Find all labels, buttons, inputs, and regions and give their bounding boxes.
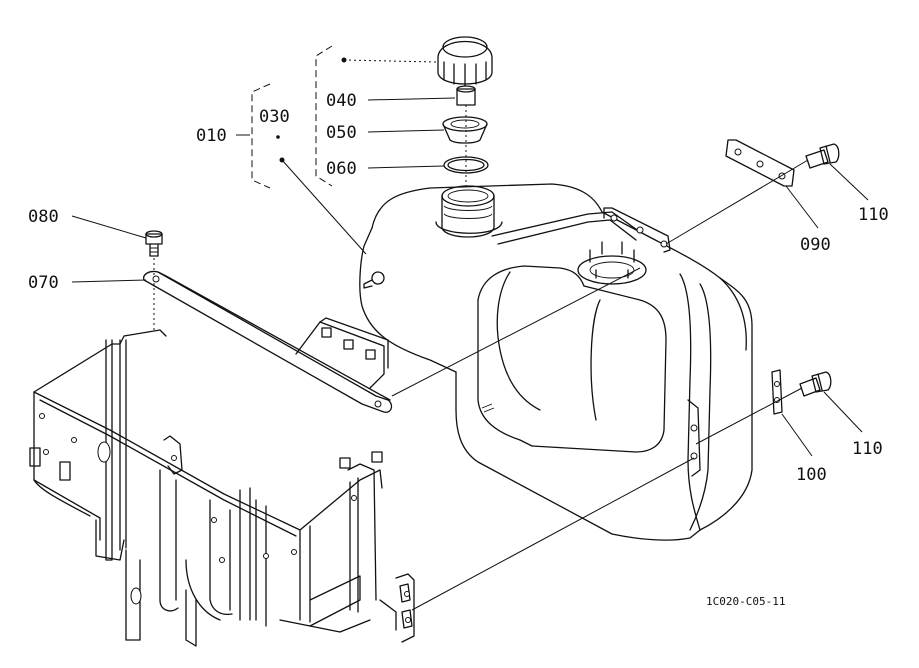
drain-plug xyxy=(363,271,385,289)
part-label-030: 030 xyxy=(259,107,290,127)
leader-100 xyxy=(781,413,813,457)
part-label-110-lower: 110 xyxy=(852,439,883,459)
part-label-080: 080 xyxy=(28,207,59,227)
fuel-tank-cap xyxy=(437,36,493,87)
leader-030-dot xyxy=(276,135,280,139)
cap-leader-dotted xyxy=(343,59,437,63)
bolt-strap xyxy=(145,230,163,257)
fuel-tank xyxy=(359,183,753,541)
tank-strap xyxy=(143,270,393,413)
part-label-010: 010 xyxy=(196,126,227,146)
bolt-axis-lower xyxy=(695,387,803,445)
leader-070 xyxy=(71,279,147,283)
leader-010-dot xyxy=(279,157,285,163)
frame-to-tank-line xyxy=(411,457,695,611)
part-label-110-upper: 110 xyxy=(858,205,889,225)
leader-110-upper xyxy=(829,163,869,201)
leader-080 xyxy=(71,215,147,239)
part-label-050: 050 xyxy=(326,123,357,143)
part-label-090: 090 xyxy=(800,235,831,255)
strap-to-tank-line xyxy=(391,267,641,397)
bolt-lower xyxy=(799,371,832,397)
tank-mount-bracket-upper xyxy=(603,207,671,253)
bolt-axis-upper xyxy=(665,159,809,245)
tank-support-frame xyxy=(29,329,415,647)
leader-090 xyxy=(785,185,819,229)
part-label-040: 040 xyxy=(326,91,357,111)
filler-neck xyxy=(435,185,503,238)
tank-mount-bracket-lower xyxy=(687,399,701,477)
leader-110-lower xyxy=(823,391,863,433)
mounting-plate-lower xyxy=(771,369,783,415)
leader-050 xyxy=(367,129,445,133)
leader-060 xyxy=(367,165,445,169)
leader-010 xyxy=(281,159,367,255)
mounting-plate-upper xyxy=(725,139,795,187)
assembly-bracket-030 xyxy=(315,45,333,187)
part-label-100: 100 xyxy=(796,465,827,485)
figure-reference-code: 1C020-C05-11 xyxy=(706,595,785,608)
assembly-bracket-010 xyxy=(251,83,271,189)
part-label-060: 060 xyxy=(326,159,357,179)
sender-unit-mount xyxy=(577,241,647,285)
bolt-upper xyxy=(805,143,840,169)
strainer-part xyxy=(456,85,476,106)
leader-040 xyxy=(367,97,456,101)
strainer-funnel xyxy=(442,116,488,144)
part-label-070: 070 xyxy=(28,273,59,293)
cap-leader-dot xyxy=(341,57,347,63)
